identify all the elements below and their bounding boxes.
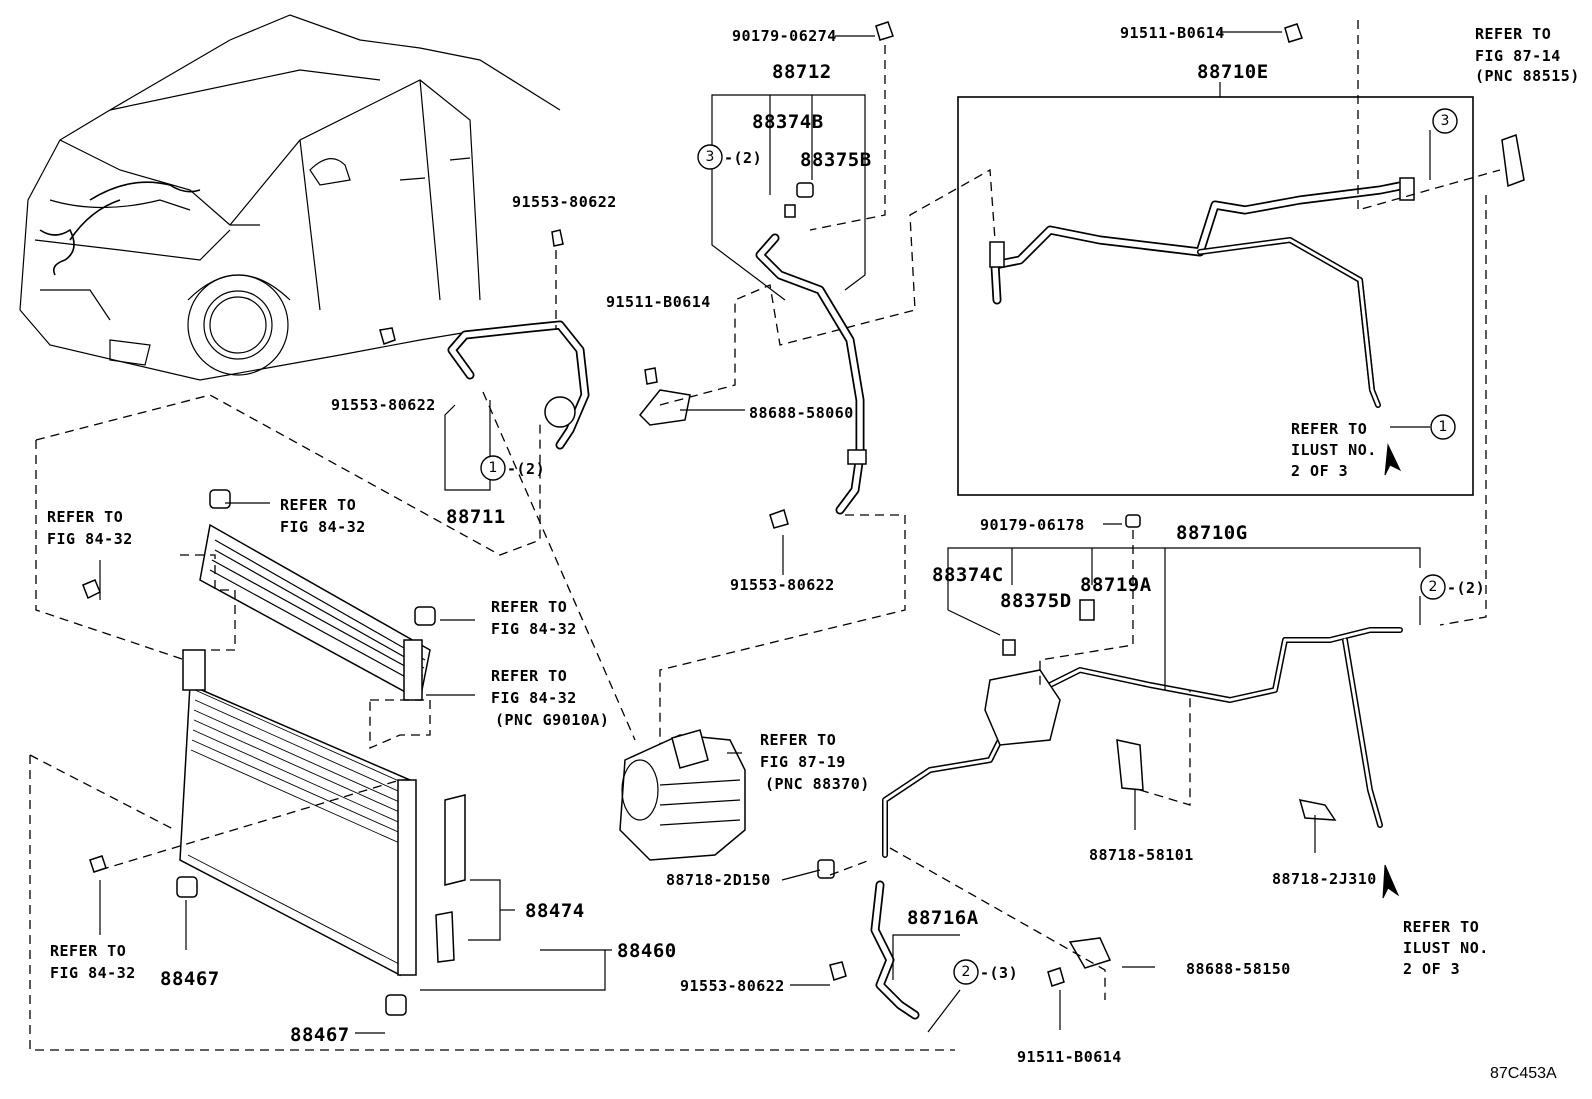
leader-dashed [180, 554, 236, 651]
part-label: 88710G [1176, 522, 1248, 544]
refer-text: FIG 84-32 [47, 530, 133, 548]
refer-text: REFER TO [491, 598, 567, 616]
callout-circle-3a: 3 -(2) [697, 144, 762, 170]
refer-text: REFER TO [1475, 25, 1551, 43]
callout-circle-3b: 3 [1432, 108, 1458, 134]
part-label: 88688-58150 [1186, 960, 1291, 978]
qty-label: -(3) [980, 964, 1018, 982]
leader-dashed [35, 394, 541, 556]
part-label: 88718-2J310 [1272, 870, 1377, 888]
refer-text: ILUST NO. [1403, 939, 1489, 957]
part-label: 91553-80622 [512, 193, 617, 211]
arrow-icon [1384, 443, 1402, 476]
compressor [619, 729, 746, 861]
leader-dashed [29, 755, 955, 1051]
refer-text: FIG 87-14 [1475, 47, 1561, 65]
callout-number: 1 [1439, 419, 1448, 435]
pipe-88710E [989, 23, 1525, 408]
leader-dashed [809, 45, 886, 231]
part-label: 88688-58060 [749, 404, 854, 422]
qty-label: -(2) [1447, 579, 1485, 597]
refer-text: REFER TO [491, 667, 567, 685]
leader-dashed [1357, 20, 1501, 211]
callout-circle-2b: 2 -(3) [953, 959, 1018, 985]
leader-dashed [829, 859, 871, 876]
refer-text: (PNC 88370) [765, 775, 870, 793]
leader-dashed [659, 168, 996, 406]
refer-text: ILUST NO. [1291, 441, 1377, 459]
refer-text: 2 OF 3 [1403, 960, 1460, 978]
refer-text: FIG 84-32 [280, 518, 366, 536]
callout-number: 3 [1441, 113, 1450, 129]
pipe-88710G [882, 514, 1403, 858]
leader-dashed [99, 779, 410, 871]
part-label: 88467 [290, 1024, 350, 1046]
leader-dashed [482, 391, 636, 741]
part-label: 88710E [1197, 61, 1269, 83]
leader-lines [99, 31, 1431, 1034]
part-label: 88712 [772, 61, 832, 83]
leader-dashed [1139, 690, 1191, 806]
part-label: 91511-B0614 [1017, 1048, 1122, 1066]
suction-hose-88712 [638, 21, 894, 529]
part-label: 91511-B0614 [606, 293, 711, 311]
part-label: 88375D [1000, 590, 1072, 612]
part-label: 91511-B0614 [1120, 24, 1225, 42]
refer-text: REFER TO [760, 731, 836, 749]
vehicle-illustration [19, 14, 561, 381]
part-label: 88474 [525, 900, 585, 922]
callout-circle-1a: 1 -(2) [480, 455, 545, 481]
refer-text: FIG 84-32 [491, 620, 577, 638]
callout-number: 1 [489, 460, 498, 476]
part-label: 90179-06274 [732, 27, 837, 45]
callout-number: 2 [1429, 579, 1438, 595]
part-label: 88718-2D150 [666, 871, 771, 889]
part-label: 91553-80622 [331, 396, 436, 414]
refer-text: FIG 84-32 [50, 964, 136, 982]
part-label: 88467 [160, 968, 220, 990]
part-label: 88711 [446, 506, 506, 528]
part-label: 88719A [1080, 574, 1152, 596]
part-label: 90179-06178 [980, 516, 1085, 534]
leader-dashed [889, 847, 1106, 1000]
callout-circle-1b: 1 [1430, 414, 1456, 440]
part-label: 88718-58101 [1089, 846, 1194, 864]
refer-text: 2 OF 3 [1291, 462, 1348, 480]
refer-text: (PNC 88515) [1475, 67, 1580, 85]
refer-text: FIG 87-19 [760, 753, 846, 771]
callout-circle-2a: 2 -(2) [1420, 574, 1485, 600]
refer-text: REFER TO [1291, 420, 1367, 438]
refer-text: REFER TO [280, 496, 356, 514]
part-label: 88375B [800, 149, 872, 171]
part-label: 88374B [752, 111, 824, 133]
part-label: 91553-80622 [680, 977, 785, 995]
part-label: 88460 [617, 940, 677, 962]
callout-number: 3 [706, 149, 715, 165]
callout-number: 2 [962, 964, 971, 980]
refer-text: (PNC G9010A) [495, 711, 609, 729]
discharge-hose-88711 [379, 229, 590, 450]
condenser-assembly [82, 489, 466, 1016]
leader-dashed [1439, 195, 1487, 626]
leader-dashed [659, 514, 906, 745]
refer-text: REFER TO [1403, 918, 1479, 936]
leader-dashed [369, 699, 431, 749]
leader-dashed [35, 440, 186, 661]
refer-text: REFER TO [47, 508, 123, 526]
leader-dashed [29, 754, 176, 831]
refer-text: FIG 84-32 [491, 689, 577, 707]
qty-label: -(2) [507, 460, 545, 478]
refer-text: REFER TO [50, 942, 126, 960]
part-label: 88374C [932, 564, 1004, 586]
arrow-icon [1382, 864, 1400, 899]
assembly-box-88710E [957, 96, 1474, 496]
hose-88716A [817, 859, 1112, 1020]
part-label: 91553-80622 [730, 576, 835, 594]
part-label: 88716A [907, 907, 979, 929]
qty-label: -(2) [724, 149, 762, 167]
figure-code: 87C453A [1490, 1065, 1557, 1082]
